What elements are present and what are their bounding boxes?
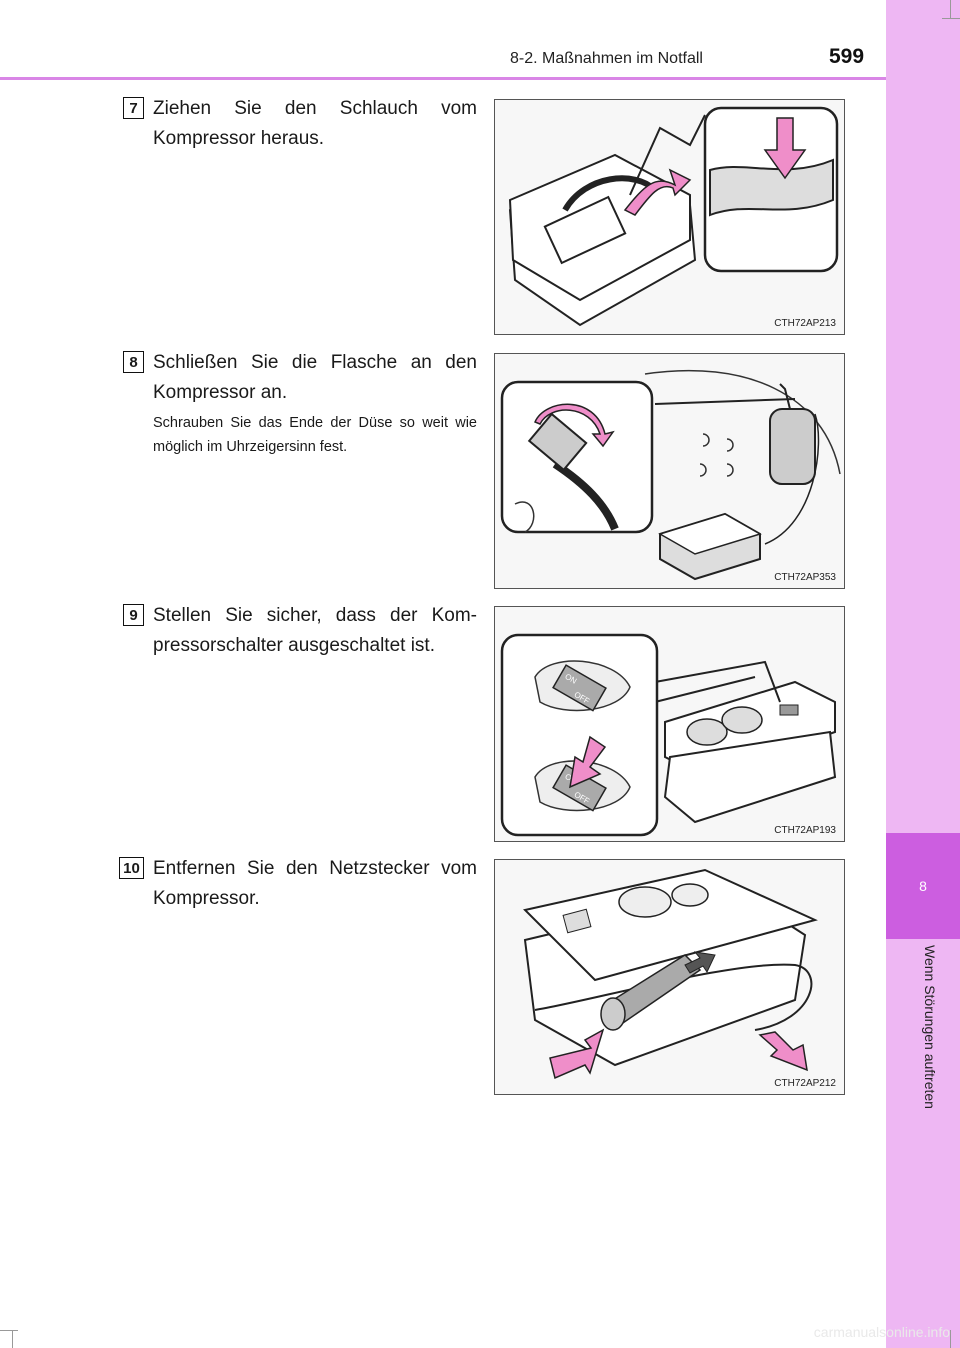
step-instruction: Stellen Sie sicher, dass der Kom-pressor… [153, 605, 477, 656]
step-figure-hose-removal: CTH72AP213 [494, 99, 845, 335]
page-number: 599 [829, 45, 865, 68]
section-title: 8-2. Maßnahmen im Notfall [510, 50, 703, 67]
step-instruction: Schließen Sie die Flasche an den Kompres… [153, 352, 477, 403]
step-number-badge: 7 [123, 97, 144, 119]
crop-mark [0, 1330, 18, 1331]
step-number-badge: 8 [123, 351, 144, 373]
figure-code: CTH72AP193 [774, 825, 836, 836]
figure-code: CTH72AP212 [774, 1078, 836, 1089]
step-note: Schrauben Sie das Ende der Düse so weit … [153, 415, 477, 455]
header-rule [0, 77, 886, 80]
chapter-title: Wenn Störungen auftreten [922, 945, 938, 1109]
step-number-badge: 9 [123, 604, 144, 626]
figure-code: CTH72AP213 [774, 318, 836, 329]
crop-mark [12, 1330, 13, 1348]
step-figure-plug-removal: CTH72AP212 [494, 859, 845, 1095]
crop-mark [950, 1330, 951, 1348]
step-figure-switch-off: ON OFF ON OFF CTH72AP193 [494, 606, 845, 842]
step-figure-bottle-connect: CTH72AP353 [494, 353, 845, 589]
step-instruction: Ziehen Sie den Schlauch vom Kompressor h… [153, 98, 477, 149]
footer-watermark: carmanualsonline.info [813, 1324, 950, 1340]
compressor-plug-illustration [523, 868, 818, 1080]
step-number-badge: 10 [119, 857, 144, 879]
compressor-illustration [508, 106, 839, 327]
crop-mark [942, 18, 960, 19]
chapter-number: 8 [919, 878, 927, 894]
chapter-tab[interactable] [886, 833, 960, 939]
step-instruction: Entfernen Sie den Netzstecker vom Kompre… [153, 858, 477, 909]
crop-mark [950, 0, 951, 18]
bottle-connection-illustration [500, 369, 841, 581]
figure-code: CTH72AP353 [774, 572, 836, 583]
compressor-switch-illustration: ON OFF ON OFF [500, 633, 837, 837]
chapter-sidebar [886, 0, 960, 1348]
